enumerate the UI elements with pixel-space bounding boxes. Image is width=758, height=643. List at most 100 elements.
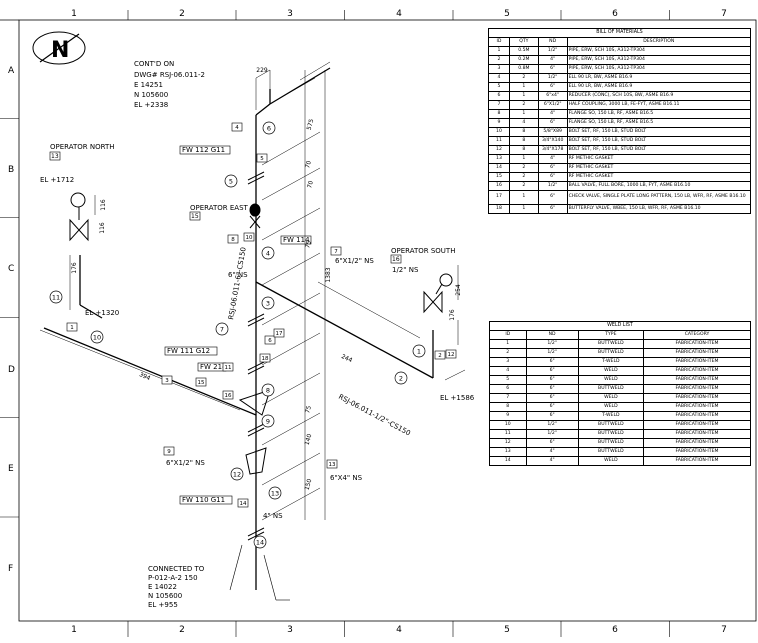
bom-cell: 6: [488, 91, 510, 101]
fw-214-label: FW 214: [200, 363, 227, 371]
weld-cell: FABRICATION-ITEM: [642, 384, 752, 394]
bom-cell: 2: [508, 172, 539, 182]
bom-cell: 1/2": [537, 181, 568, 191]
weld-cell: WELD: [577, 456, 644, 466]
fw-tag-boxes: [164, 145, 312, 505]
bom-cell: 5/8"X89: [537, 127, 568, 137]
dimension-value: 176: [449, 309, 456, 321]
bom-ref-number: 8: [231, 237, 235, 243]
bom-cell: 7: [488, 100, 510, 110]
bom-cell: 6": [537, 163, 568, 173]
weld-cell: FABRICATION-ITEM: [642, 339, 752, 349]
frame-col-label-bottom: 5: [504, 625, 510, 635]
bom-cell: 17: [488, 190, 510, 205]
bom-cell: 4: [508, 118, 539, 128]
weld-cell: BUTTWELD: [577, 339, 644, 349]
weld-cell: FABRICATION-ITEM: [642, 357, 752, 367]
weld-circle-shape: [253, 535, 267, 549]
weld-circle-shape: [262, 121, 276, 135]
weld-circle: 10: [90, 330, 104, 344]
weld-cell: 6": [525, 357, 579, 367]
frame-col-label-bottom: 1: [71, 625, 77, 635]
weld-cell: 4": [525, 447, 579, 457]
op-east-tag: 15: [191, 213, 199, 220]
weld-header-category: CATEGORY: [642, 330, 752, 340]
bom-ref-box-shape: [264, 335, 276, 345]
bom-cell: 3: [488, 64, 510, 74]
bom-ref-number: 11: [225, 365, 232, 371]
bom-cell: 6": [537, 172, 568, 182]
bom-cell: 6": [537, 190, 568, 205]
bom-cell: 8: [508, 136, 539, 146]
frame-col-label-bottom: 7: [721, 625, 727, 635]
bom-ref-number: 7: [334, 249, 338, 255]
bom-ref-number: 10: [246, 235, 253, 241]
bom-cell: ELL 90 LR, BW, ASME B16.9: [566, 73, 752, 83]
bom-cell: 2: [488, 55, 510, 65]
fw-114-label: FW 114: [283, 236, 310, 244]
weld-title: WELD LIST: [489, 321, 751, 330]
weld-circle: 3: [261, 296, 275, 310]
bom-cell: HALF COUPLING, 3000 LB, FE-FYT, ASME B16…: [566, 100, 752, 110]
bom-cell: 1: [508, 154, 539, 164]
weld-circle-shape: [412, 344, 426, 358]
bom-ref-box-shape: [243, 232, 255, 242]
north-letter: N: [51, 38, 69, 63]
weld-cell: 8: [489, 402, 527, 412]
frame-row-label: A: [8, 66, 15, 76]
bom-cell: REDUCER (CONC), SCH 10S, BW, ASME B16.9: [566, 91, 752, 101]
valve-operator-east-icon: [249, 203, 261, 217]
weld-cell: 14: [489, 456, 527, 466]
bom-ref-box-shape: [434, 350, 446, 360]
bom-ref-box-shape: [222, 390, 234, 400]
bom-cell: 0.2M: [508, 55, 539, 65]
operator-tags: 13 15 16: [49, 151, 402, 264]
weld-number: 2: [399, 374, 403, 382]
bom-cell: PIPE, ERW, SCH 10S, A312-TP304: [566, 64, 752, 74]
bom-cell: 12: [488, 145, 510, 155]
weld-circle: 13: [268, 486, 282, 500]
frame-row-label: D: [8, 365, 15, 375]
weld-cell: FABRICATION-ITEM: [642, 375, 752, 385]
weld-cell: FABRICATION-ITEM: [642, 402, 752, 412]
bom-ref-box-shape: [445, 349, 457, 359]
ns-6-label: 6" NS: [228, 271, 248, 279]
bom-ref-box: 16: [222, 390, 234, 400]
dimension-value: 575: [306, 118, 316, 131]
bom-ref-number: 3: [165, 378, 169, 384]
bom-cell: 3/4"X140: [537, 136, 568, 146]
bom-cell: RF METHIC GASKET: [566, 154, 752, 164]
bom-header-nd: ND: [537, 37, 568, 47]
dimension-value: 75: [304, 405, 313, 414]
weld-header-id: ID: [489, 330, 527, 340]
bom-ref-box-shape: [273, 328, 285, 338]
bom-cell: 4": [537, 55, 568, 65]
weld-number: 7: [220, 325, 224, 333]
bom-cell: 6": [537, 118, 568, 128]
weld-circle: 7: [215, 322, 229, 336]
bom-ref-number: 4: [235, 125, 239, 131]
bom-ref-number: 6: [268, 338, 272, 344]
dimension-value: 254: [455, 284, 462, 296]
frame-col-label-bottom: 6: [612, 625, 618, 635]
weld-cell: BUTTWELD: [577, 429, 644, 439]
weld-cell: FABRICATION-ITEM: [642, 393, 752, 403]
bom-ref-box-shape: [326, 459, 338, 469]
frame-row-label: E: [8, 464, 14, 474]
weld-cell: BUTTWELD: [577, 384, 644, 394]
weld-circle: 6: [262, 121, 276, 135]
bom-ref-box: 8: [227, 234, 239, 244]
bom-cell: 1: [488, 46, 510, 56]
bom-ref-box: 14: [237, 498, 249, 508]
bom-ref-box-shape: [161, 375, 173, 385]
weld-circle: 5: [224, 174, 238, 188]
